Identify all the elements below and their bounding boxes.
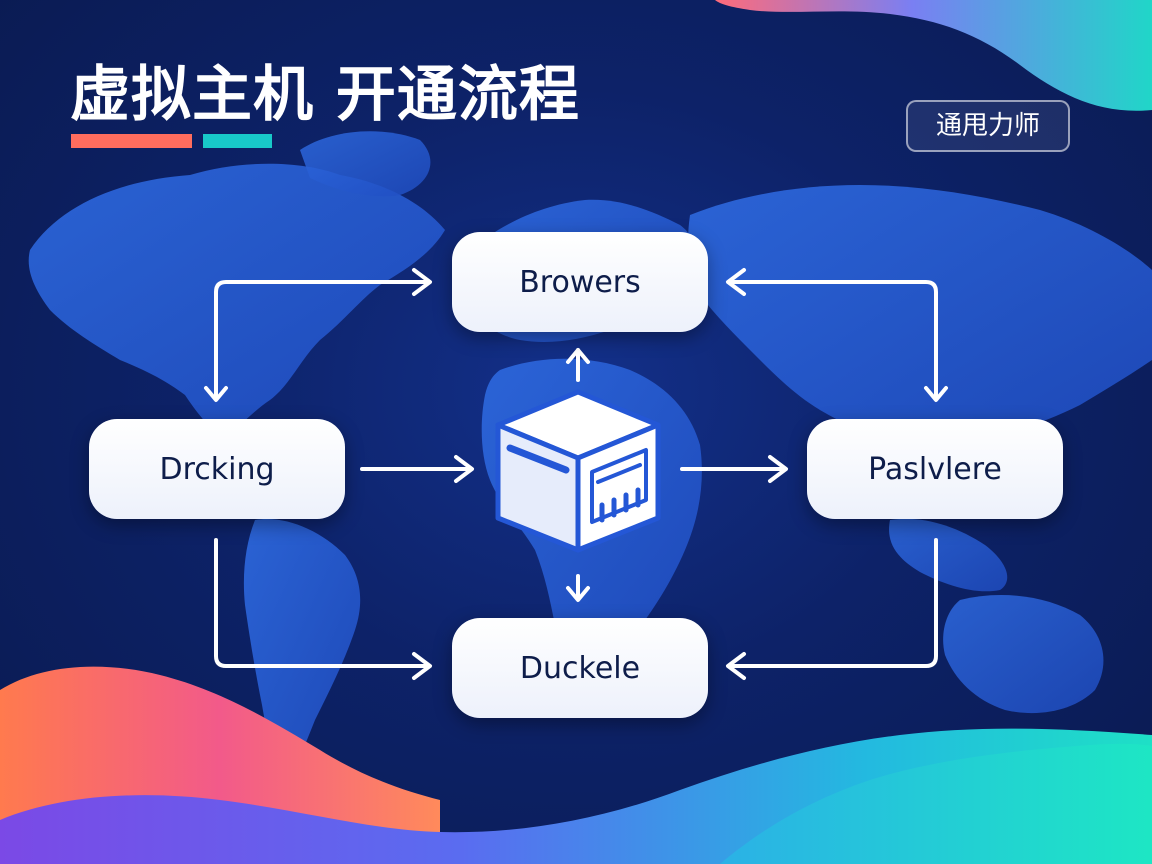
map-southeast-asia [889, 518, 1008, 592]
node-paslvlere: Paslvlere [807, 419, 1063, 519]
node-browers: Browers [452, 232, 708, 332]
node-paslvlere-label: Paslvlere [868, 451, 1002, 487]
node-duckele-label: Duckele [519, 650, 641, 686]
title-accent-bar-coral [71, 134, 192, 148]
page-title: 虚拟主机 开通流程 [70, 60, 580, 130]
brand-badge: 通甩力师 [906, 100, 1070, 152]
title-accent-bar-teal [203, 134, 272, 148]
node-browers-label: Browers [519, 264, 641, 300]
node-duckele: Duckele [452, 618, 708, 718]
map-north-america [28, 163, 446, 440]
node-drcking: Drcking [89, 419, 345, 519]
wave-bottom-right [720, 743, 1152, 864]
map-australia [943, 595, 1104, 714]
map-greenland [300, 131, 431, 197]
wave-top-right [715, 0, 1152, 111]
node-drcking-label: Drcking [159, 451, 275, 487]
map-asia [688, 185, 1152, 444]
